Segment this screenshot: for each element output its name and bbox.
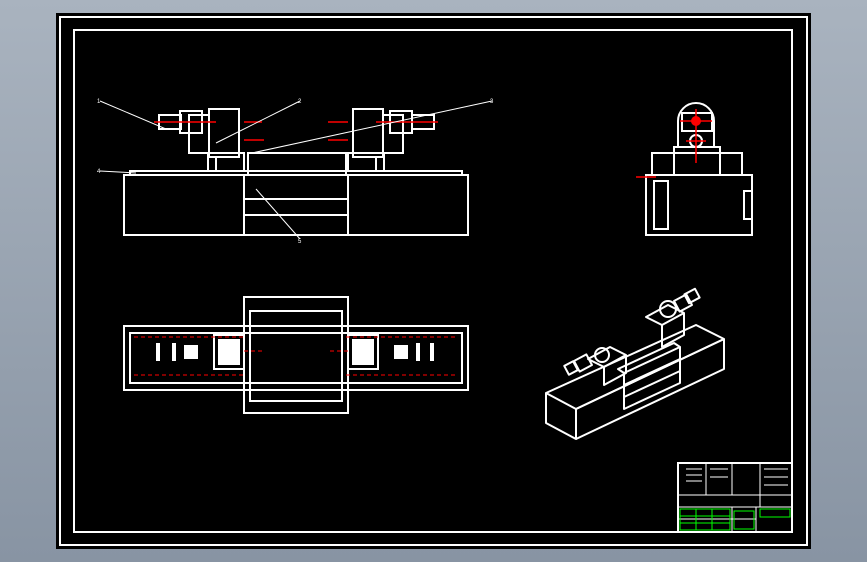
front-view xyxy=(123,108,469,236)
title-block xyxy=(677,462,793,533)
outer-frame xyxy=(59,16,808,546)
inner-frame xyxy=(73,29,793,533)
top-view xyxy=(123,296,469,414)
cad-drawing: 1 2 3 4 5 xyxy=(59,16,808,546)
callout-1: 1 xyxy=(97,99,101,105)
callout-3: 3 xyxy=(490,99,494,105)
top-view-centerlines xyxy=(134,336,458,376)
front-view-leaders xyxy=(99,100,493,240)
drawing-sheet: 1 2 3 4 5 xyxy=(56,13,811,549)
side-view-bore xyxy=(691,116,701,126)
isometric-view xyxy=(545,287,725,440)
callout-2: 2 xyxy=(298,99,302,105)
callout-4: 4 xyxy=(97,169,101,175)
title-block-grid xyxy=(679,508,791,531)
front-view-callouts: 1 2 3 4 5 xyxy=(97,99,494,245)
top-view-details xyxy=(156,339,434,365)
callout-5: 5 xyxy=(298,239,302,245)
front-view-centerlines xyxy=(154,121,438,141)
